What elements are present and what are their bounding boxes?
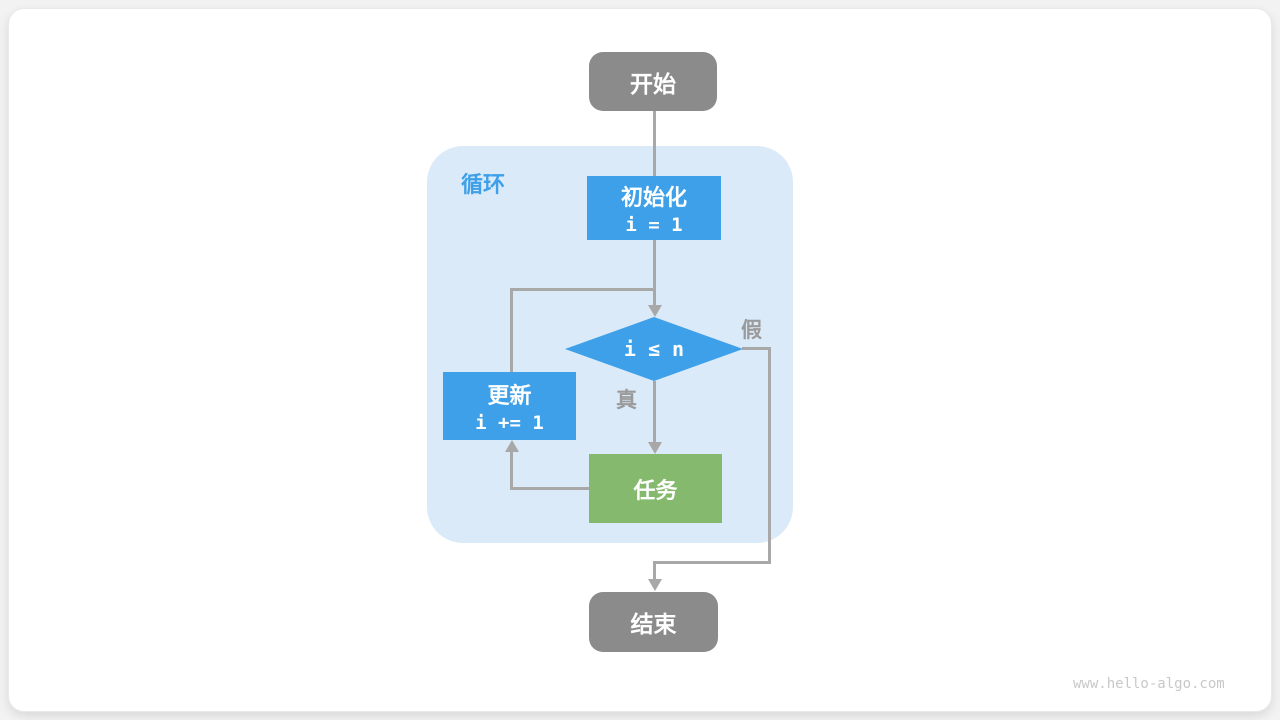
node-task-label: 任务 [633,478,678,504]
node-condition-label: i ≤ n [623,337,685,361]
arrowhead-into-condition [648,305,662,317]
node-update-label: 更新 [487,384,532,409]
connector-false-right [742,347,771,350]
watermark-url: www.hello-algo.com [1073,676,1225,692]
node-end: 结束 [589,592,718,652]
connector-condition-to-task [653,381,656,443]
arrowhead-into-end [648,579,662,591]
node-end-label: 结束 [630,612,677,638]
node-init: 初始化 i = 1 [587,176,721,240]
node-update-code: i += 1 [475,412,544,434]
node-start-label: 开始 [630,71,676,98]
arrowhead-into-task [648,442,662,454]
branch-label-false: 假 [741,318,762,342]
connector-false-to-end [653,561,656,581]
connector-update-to-merge [510,288,513,372]
node-task: 任务 [589,454,722,523]
loop-label: 循环 [461,173,506,198]
connector-start-to-init [653,111,656,177]
connector-false-down [768,347,771,564]
connector-init-to-condition [653,240,656,307]
node-init-code: i = 1 [625,214,683,236]
node-update: 更新 i += 1 [443,372,576,440]
node-init-label: 初始化 [620,186,687,211]
arrowhead-into-update [505,440,519,452]
node-start: 开始 [589,52,717,111]
branch-label-true: 真 [616,388,637,412]
connector-false-bottom [653,561,771,564]
connector-left-to-update [510,452,513,490]
connector-task-to-left [510,487,590,490]
connector-loopback-top [510,288,656,291]
